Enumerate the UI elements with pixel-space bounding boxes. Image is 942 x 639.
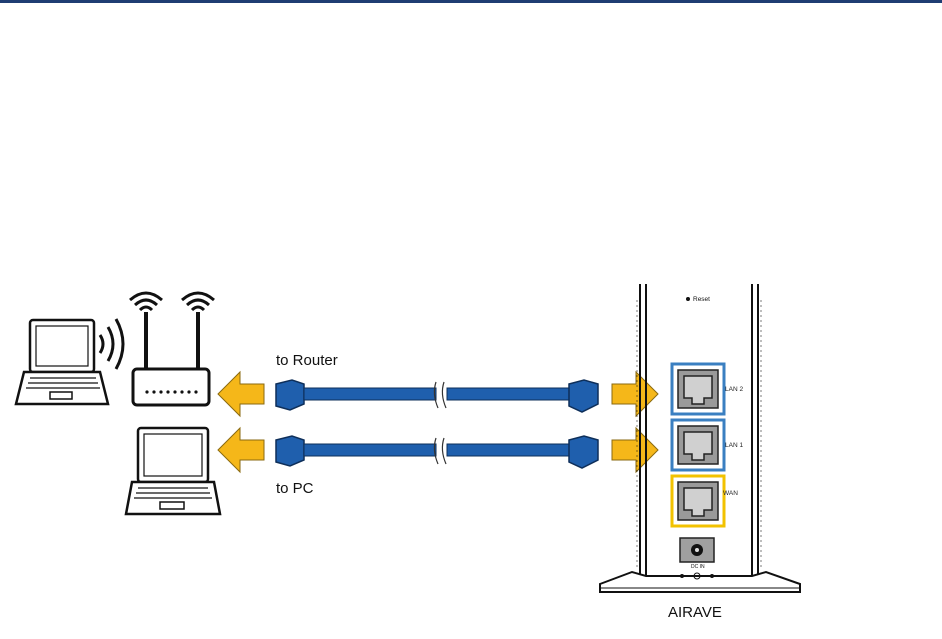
device-name-label: AIRAVE [668,604,722,621]
laptop-icon [126,428,220,514]
ethernet-cable-icon [276,380,598,412]
lan1-port-label: LAN 1 [725,442,743,449]
arrow-icon [612,372,658,416]
wifi-waves-icon [100,319,123,369]
lan2-port-label: LAN 2 [725,386,743,393]
reset-label: Reset [693,296,710,303]
laptop-icon [16,320,108,404]
ethernet-cable-icon [276,436,598,468]
dc-in-label: DC IN [691,564,705,570]
to-pc-label: to PC [276,480,314,497]
to-router-label: to Router [276,352,338,369]
wifi-router-icon [130,293,214,405]
wan-port-label: WAN [723,490,738,497]
arrow-icon [218,428,264,472]
arrow-icon [218,372,264,416]
arrow-icon [612,428,658,472]
airave-device-icon [600,284,800,592]
